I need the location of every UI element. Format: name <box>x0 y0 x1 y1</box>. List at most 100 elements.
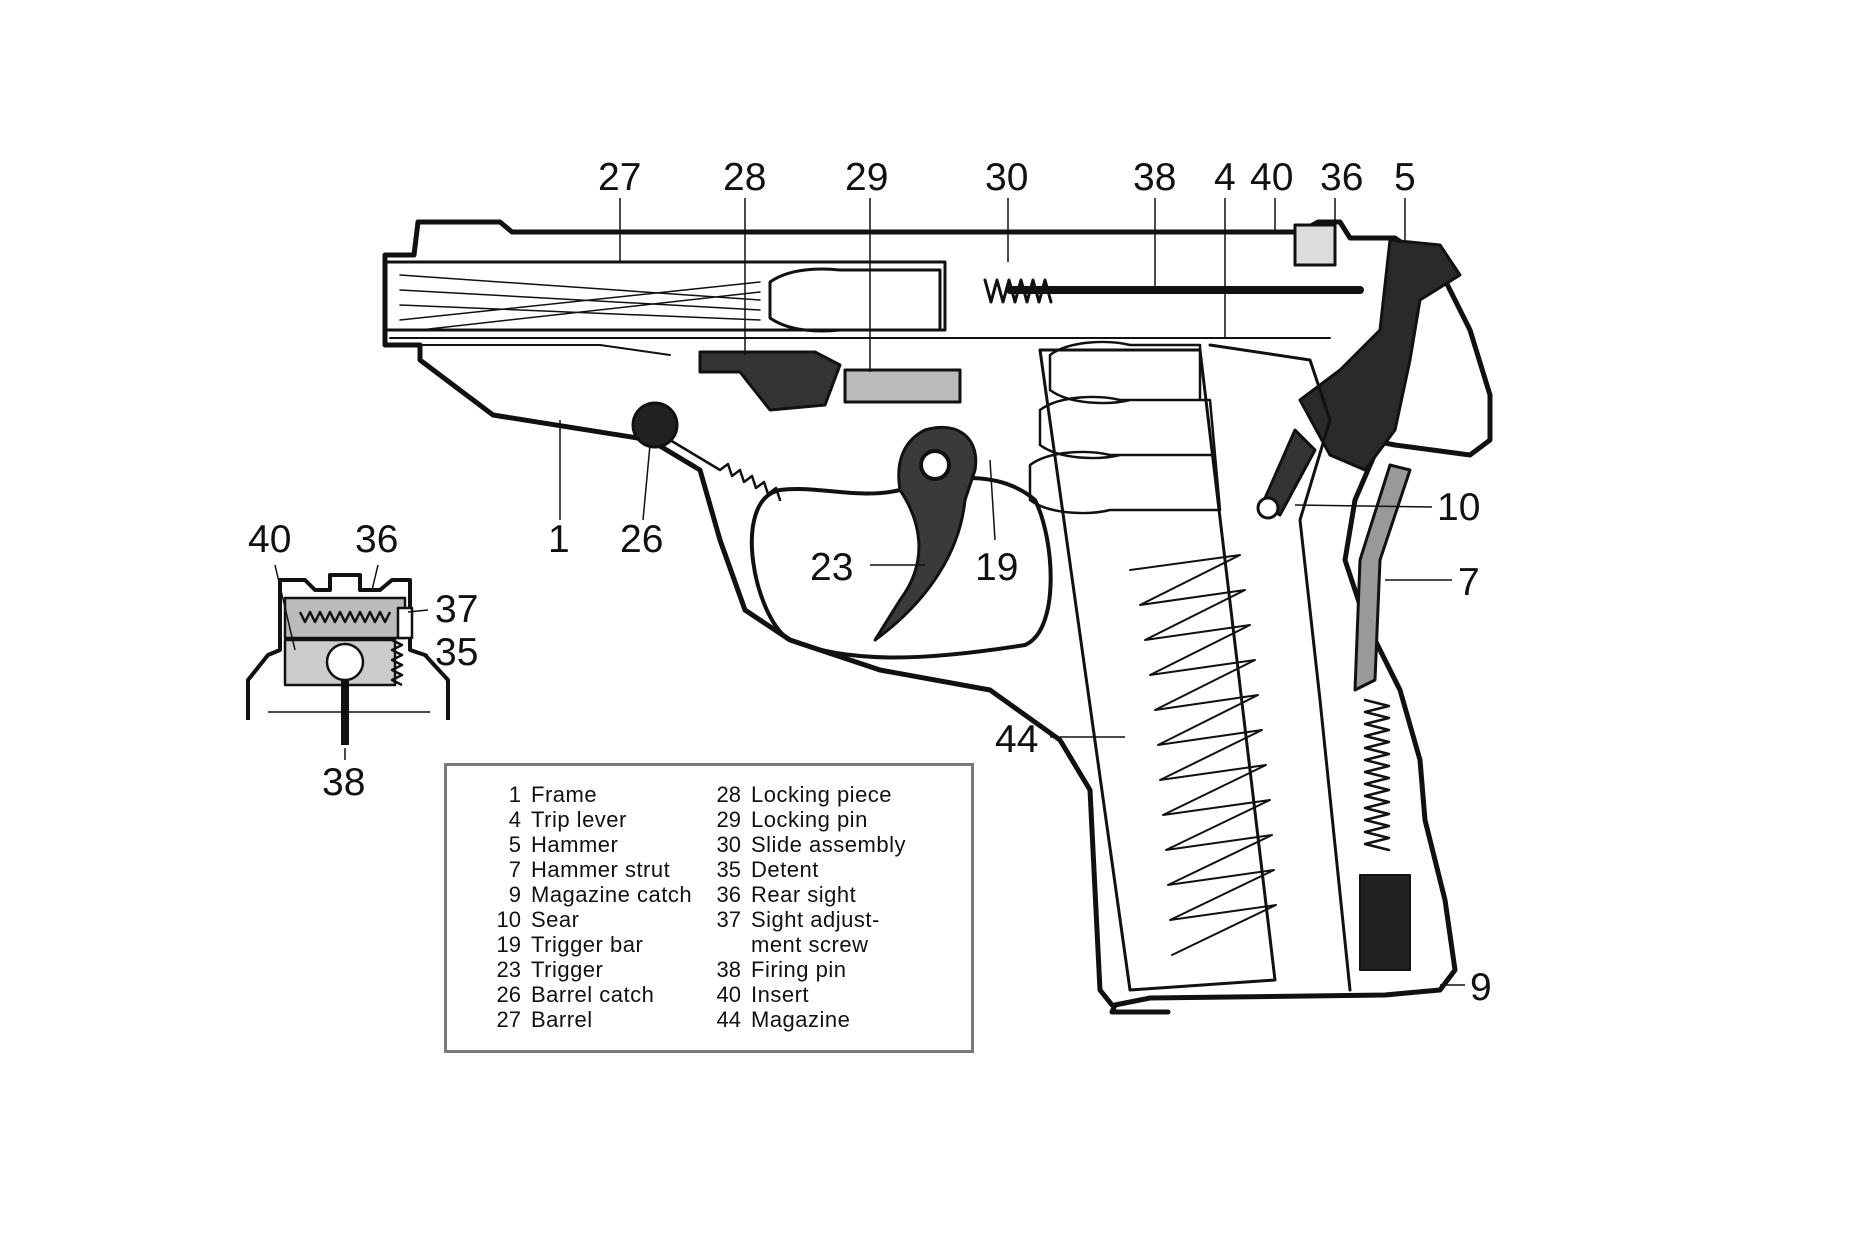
inset-insert-hole <box>325 642 365 682</box>
legend-label: Sear <box>531 907 580 932</box>
sear-pivot <box>1256 496 1280 520</box>
legend-label: Trigger <box>531 957 604 982</box>
inset-leader-37 <box>407 609 429 613</box>
callout-44: 44 <box>995 718 1038 761</box>
callout-7: 7 <box>1458 561 1480 604</box>
legend-item: 27 Barrel <box>489 1007 692 1032</box>
legend-label: Magazine <box>751 1007 851 1032</box>
legend-label: Trigger bar <box>531 932 644 957</box>
inset-detent <box>396 606 414 640</box>
legend-item: 5 Hammer <box>489 832 692 857</box>
hammer-strut <box>1353 463 1412 692</box>
legend-item: 7 Hammer strut <box>489 857 692 882</box>
leader-lines <box>559 198 1465 986</box>
barrel-rifling <box>399 274 761 331</box>
grip-frame <box>1208 343 1352 992</box>
legend-number: 19 <box>496 932 521 957</box>
legend-item: 9 Magazine catch <box>489 882 692 907</box>
legend-number: 9 <box>508 882 521 907</box>
legend-number: 30 <box>716 832 741 857</box>
callout-numbers: 27 28 29 30 38 4 40 36 5 1 26 23 19 10 7… <box>548 156 1492 1009</box>
barrel-outline <box>386 260 947 332</box>
rear-sight-inset: 40 36 37 35 38 <box>246 518 478 804</box>
callout-1: 1 <box>548 518 570 561</box>
callout-29: 29 <box>845 156 888 199</box>
trigger-pivot <box>919 449 951 481</box>
legend-item: 19 Trigger bar <box>489 932 692 957</box>
magazine-cartridges <box>1028 340 1222 515</box>
legend-label: Trip lever <box>531 807 627 832</box>
magazine-spring <box>1129 554 1277 956</box>
legend-label: Frame <box>531 782 598 807</box>
sear <box>1260 428 1317 517</box>
callout-9: 9 <box>1470 966 1492 1009</box>
legend-label: Detent <box>751 857 819 882</box>
inset-rear-sight-body <box>283 596 407 640</box>
legend-item: 28 Locking piece <box>709 782 906 807</box>
legend-number: 7 <box>508 857 521 882</box>
callout-23: 23 <box>810 546 853 589</box>
callout-40: 40 <box>1250 156 1293 199</box>
trigger <box>873 425 978 642</box>
callout-38: 38 <box>1133 156 1176 199</box>
legend-item: 10 Sear <box>489 907 692 932</box>
legend-number: 35 <box>716 857 741 882</box>
legend-number: 28 <box>716 782 741 807</box>
legend-number: 4 <box>508 807 521 832</box>
slide-front-outline <box>382 252 1115 1008</box>
callout-27: 27 <box>598 156 641 199</box>
magazine-catch-block <box>1359 874 1411 971</box>
inset-detent-spring <box>390 638 404 687</box>
pistol-drawing <box>382 219 1493 1015</box>
legend-label: Hammer strut <box>531 857 671 882</box>
legend-label: Insert <box>751 982 810 1007</box>
inset-callout-37: 37 <box>435 588 478 631</box>
callout-30: 30 <box>985 156 1028 199</box>
legend-number: 5 <box>508 832 521 857</box>
inset-leader-35 <box>409 649 429 656</box>
callout-26: 26 <box>620 518 663 561</box>
callout-4: 4 <box>1214 156 1236 199</box>
inset-leader-36 <box>371 564 379 591</box>
locking-piece <box>698 350 842 412</box>
callout-36: 36 <box>1320 156 1363 199</box>
legend-item: 23 Trigger <box>489 957 692 982</box>
inset-adjust-screw <box>298 610 392 624</box>
chambered-cartridge <box>768 267 942 333</box>
callout-10: 10 <box>1437 486 1480 529</box>
legend-label: Hammer <box>531 832 619 857</box>
inset-callout-40: 40 <box>248 518 291 561</box>
legend-number: 29 <box>716 807 741 832</box>
legend-label: Locking piece <box>751 782 893 807</box>
slide-lower-edge <box>389 337 1331 356</box>
legend-item: 35 Detent <box>709 857 906 882</box>
callout-5: 5 <box>1394 156 1416 199</box>
legend-label: Rear sight <box>751 882 857 907</box>
legend-number: 27 <box>496 1007 521 1032</box>
magazine-outline <box>1038 348 1277 992</box>
legend-item: ment screw <box>709 932 906 957</box>
legend-label: Magazine catch <box>531 882 693 907</box>
legend-label: Locking pin <box>751 807 868 832</box>
legend-number: 23 <box>496 957 521 982</box>
inset-callout-38: 38 <box>322 761 365 804</box>
callout-28: 28 <box>723 156 766 199</box>
inset-callout-36: 36 <box>355 518 398 561</box>
barrel-catch <box>631 401 679 449</box>
rear-sight <box>1293 223 1337 267</box>
legend-label: Sight adjust- <box>751 907 880 932</box>
hammer-strut-spring <box>1363 698 1391 852</box>
locking-pin <box>843 368 962 404</box>
legend-label: Barrel <box>531 1007 593 1032</box>
legend-number: 37 <box>716 907 741 932</box>
legend-number <box>709 932 741 957</box>
legend-number: 10 <box>496 907 521 932</box>
